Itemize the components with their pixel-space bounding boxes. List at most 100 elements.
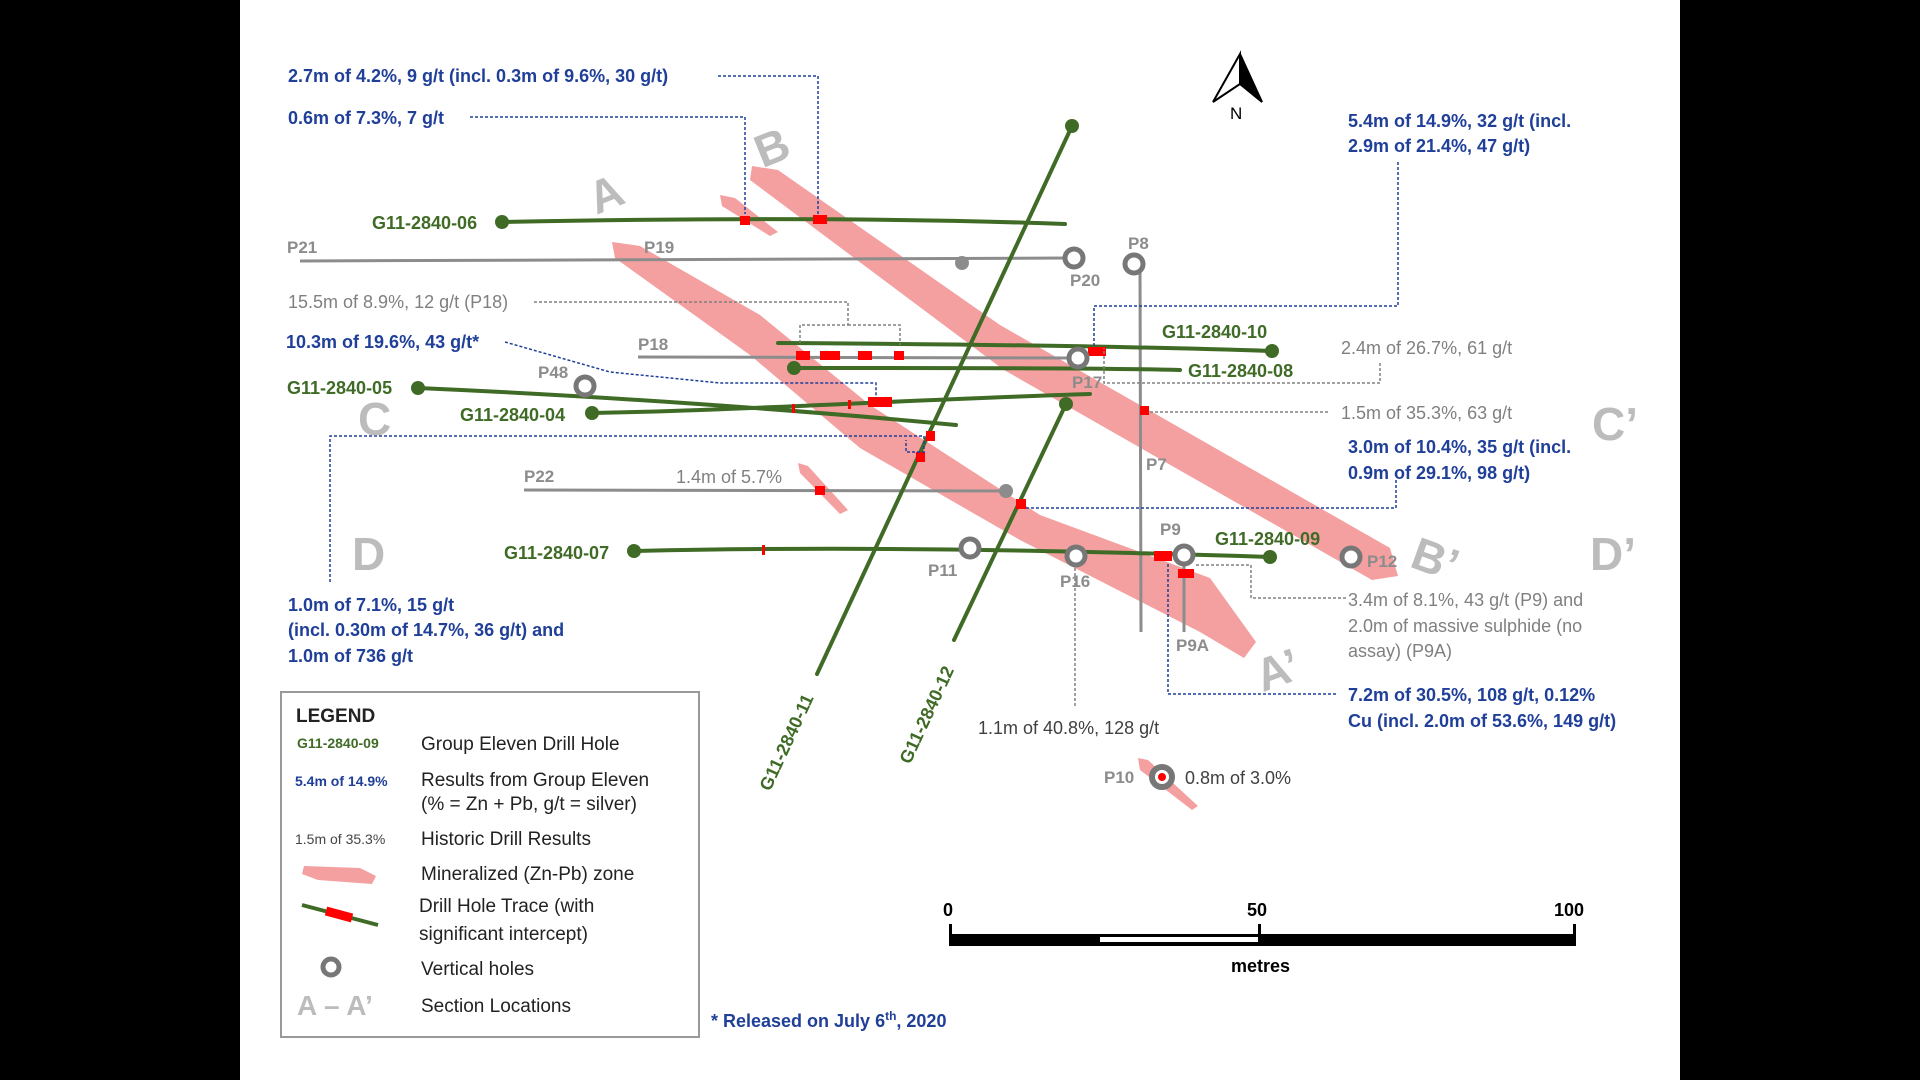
historic-traces (299, 256, 1186, 633)
vertical-hole-P48 (573, 374, 597, 398)
legend-vertical-label: Vertical holes (421, 959, 534, 980)
legend-zone-label: Mineralized (Zn-Pb) zone (421, 864, 634, 885)
collar-G11-2840-08 (787, 361, 801, 375)
intercepts (740, 215, 1194, 578)
result-label: 7.2m of 30.5%, 108 g/t, 0.12% (1348, 685, 1595, 705)
hole-label: P16 (1060, 572, 1090, 591)
vertical-hole-P12 (1339, 545, 1363, 569)
legend: LEGEND G11-2840-09 Group Eleven Drill Ho… (280, 691, 700, 1038)
zone-b (750, 166, 1398, 580)
result-label: 1.1m of 40.8%, 128 g/t (978, 718, 1159, 738)
legend-results-sample: 5.4m of 14.9% (295, 773, 388, 789)
legend-results-label: Results from Group Eleven (421, 770, 649, 791)
legend-ge-sample: G11-2840-09 (297, 735, 379, 751)
trace-G11-2840-08 (792, 366, 1182, 372)
result-label: 2.9m of 21.4%, 47 g/t) (1348, 136, 1530, 156)
scale-tick (1573, 924, 1576, 946)
scale-label: 0 (943, 900, 953, 920)
scale-label: 100 (1554, 900, 1584, 920)
collar-G11-2840-09 (1263, 550, 1277, 564)
leader-r2 (470, 116, 746, 214)
hole-label: P11 (928, 561, 957, 580)
leader-r1 (718, 75, 819, 216)
collar-G11-2840-10 (1265, 344, 1279, 358)
scale-unit: metres (1231, 956, 1290, 976)
intercept (1178, 569, 1194, 578)
hole-label: P12 (1367, 552, 1397, 571)
section-letter: D’ (1590, 528, 1636, 580)
trace-P22 (523, 488, 1007, 493)
trace-G11-2840-04 (590, 392, 1092, 415)
vertical-hole-P9 (1172, 543, 1196, 567)
intercept (1088, 347, 1106, 356)
intercept (813, 215, 827, 224)
vertical-hole-P8 (1122, 252, 1146, 276)
trace-G11-2840-06 (500, 217, 1067, 226)
legend-historic-sample: 1.5m of 35.3% (295, 831, 385, 847)
trace-G11-2840-12 (952, 402, 1068, 642)
leader-r4 (534, 301, 901, 345)
intercept (848, 400, 851, 409)
collar-G11-2840-04 (585, 406, 599, 420)
footnote-main: * Released on July 6 (711, 1011, 885, 1031)
intercept (740, 216, 750, 225)
hole-label: G11-2840-10 (1162, 322, 1267, 342)
historic-results-dark: 1.1m of 40.8%, 128 g/t 0.8m of 3.0% (978, 718, 1291, 788)
north-arrow-right (1239, 53, 1263, 103)
vertical-hole-P11 (958, 536, 982, 560)
north-label: N (1230, 104, 1242, 123)
trace-G11-2840-11 (815, 124, 1074, 676)
intercept (926, 431, 935, 441)
trace-G11-2840-10 (776, 341, 1274, 353)
result-label: 1.4m of 5.7% (676, 467, 782, 487)
hole-label: P22 (524, 467, 554, 486)
result-label: 3.0m of 10.4%, 35 g/t (incl. (1348, 437, 1571, 457)
hole-label: P21 (287, 238, 317, 257)
legend-historic-label: Historic Drill Results (421, 829, 591, 850)
intercept (858, 351, 872, 360)
hole-label: P7 (1146, 455, 1167, 474)
hole-label: P17 (1072, 373, 1102, 392)
hole-label: P8 (1128, 234, 1149, 253)
leader-r11 (1196, 564, 1346, 599)
result-label: 5.4m of 14.9%, 32 g/t (incl. (1348, 111, 1571, 131)
section-letter: D (352, 528, 385, 580)
result-label: 1.5m of 35.3%, 63 g/t (1341, 403, 1512, 423)
legend-intercept-swatch (324, 906, 354, 923)
hole-label: G11-2840-04 (460, 405, 565, 425)
result-label: 1.0m of 736 g/t (288, 646, 413, 666)
collar-G11-2840-11 (1065, 119, 1079, 133)
hole-label: G11-2840-09 (1215, 529, 1320, 549)
vertical-hole-P17 (1066, 346, 1090, 370)
leader-r5 (504, 341, 877, 398)
intercept (820, 351, 840, 360)
result-label: 2.0m of massive sulphide (no (1348, 616, 1582, 636)
vertical-hole-P10-core (1158, 773, 1166, 781)
hole-label: G11-2840-07 (504, 543, 609, 563)
legend-section-label: Section Locations (421, 996, 571, 1017)
leader-r8 (1026, 480, 1397, 509)
historic-results: 15.5m of 8.9%, 12 g/t (P18) 2.4m of 26.7… (288, 292, 1583, 661)
zone-small-north (720, 195, 778, 236)
result-label: Cu (incl. 2.0m of 53.6%, 149 g/t) (1348, 711, 1616, 731)
intercept (868, 397, 892, 407)
result-label: 15.5m of 8.9%, 12 g/t (P18) (288, 292, 508, 312)
footnote-end: , 2020 (896, 1011, 946, 1031)
leader-lines (329, 75, 1399, 706)
collar-P22 (999, 484, 1013, 498)
legend-trace-label: significant intercept) (419, 924, 588, 945)
intercept (762, 545, 765, 555)
hole-label: G11-2840-08 (1188, 361, 1293, 381)
hole-label: P48 (538, 363, 568, 382)
ge-results: 2.7m of 4.2%, 9 g/t (incl. 0.3m of 9.6%,… (286, 66, 1616, 731)
result-label: 1.0m of 7.1%, 15 g/t (288, 595, 454, 615)
collar-G11-2840-12 (1059, 397, 1073, 411)
footnote-superscript: th (885, 1009, 896, 1023)
historic-hole-labels: P21 P19 P20 P8 P18 P48 P17 P7 P22 P9 P11… (287, 234, 1397, 787)
vertical-hole-P16 (1064, 544, 1088, 568)
legend-zone-swatch (302, 866, 376, 884)
leader-r12 (1167, 562, 1336, 695)
historic-collars (573, 246, 1363, 790)
section-letter: C’ (1592, 398, 1638, 450)
